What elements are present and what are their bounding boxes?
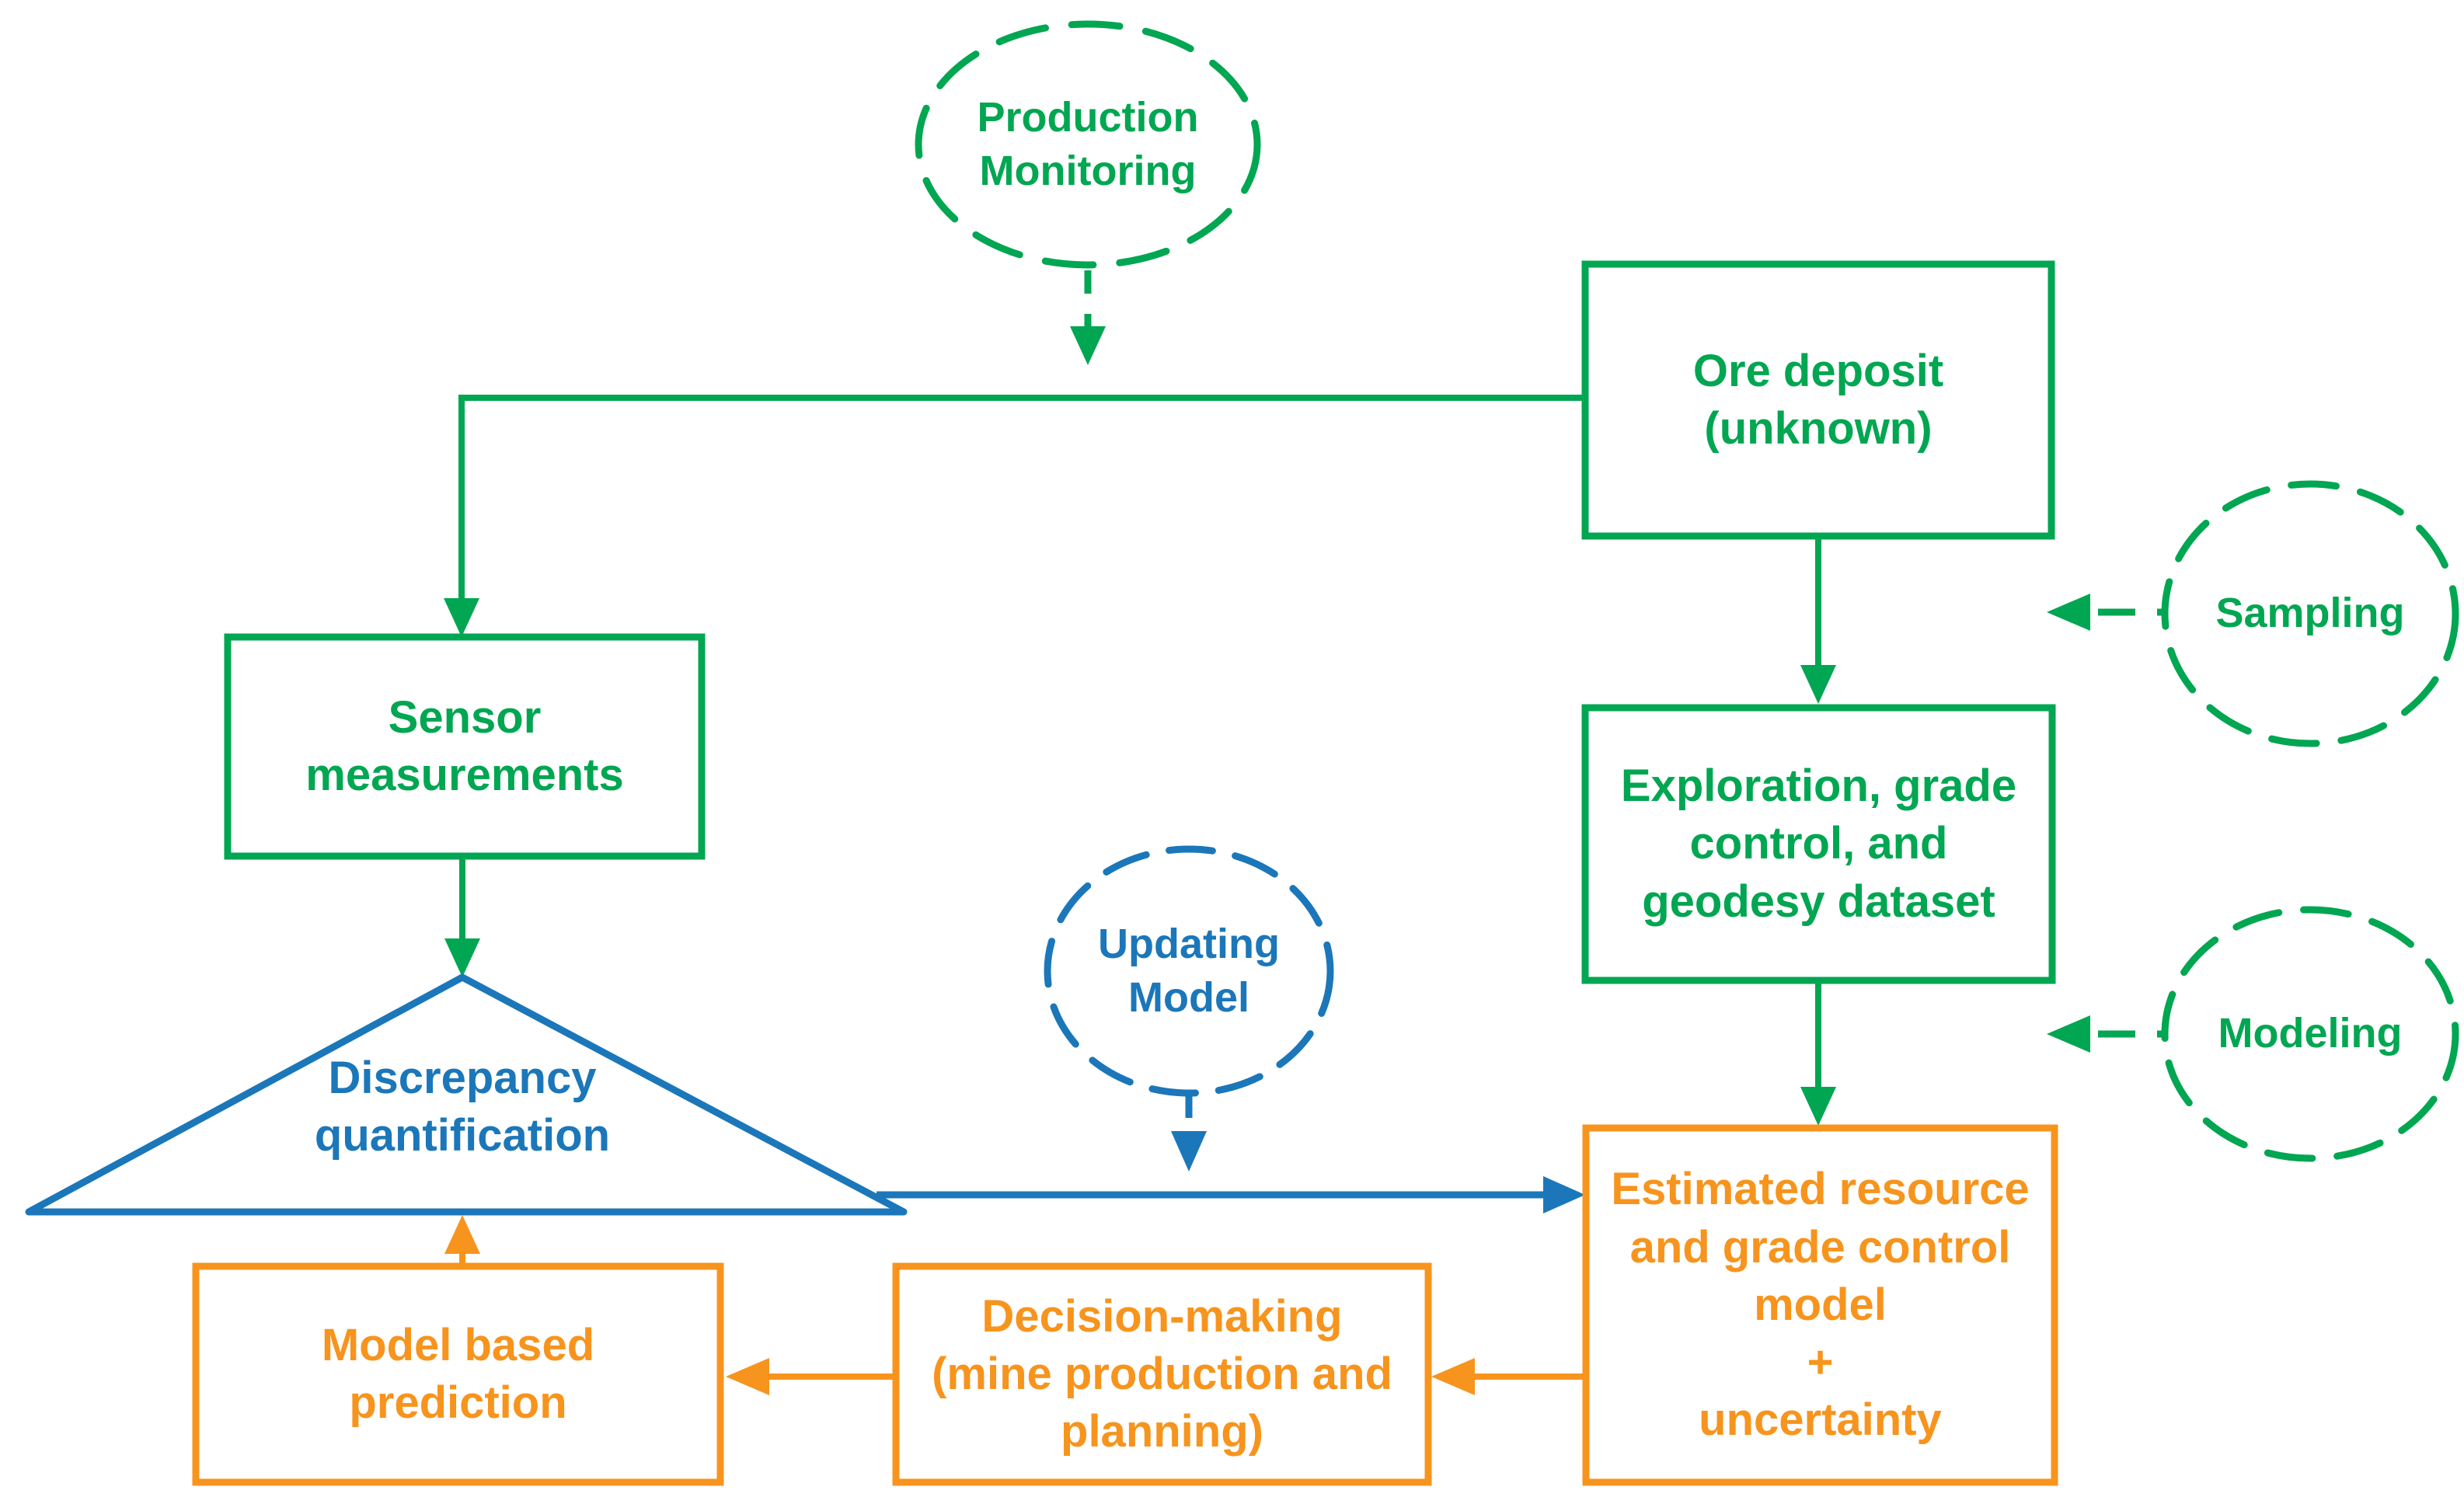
production-monitoring-ellipse	[915, 20, 1261, 269]
estimated-blue-arrowhead-icon	[1543, 1176, 1585, 1213]
updating-model-ellipse	[1044, 845, 1334, 1097]
exploration-arrowhead-icon	[1800, 665, 1836, 704]
model-arrowhead-icon	[726, 1358, 769, 1395]
production-monitoring-arrowhead-icon	[1070, 326, 1106, 365]
estimated-resource-box	[1582, 1124, 2058, 1486]
modeling-ellipse	[2161, 906, 2459, 1162]
discrepancy-quantification-triangle	[25, 973, 908, 1216]
updating-model-arrowhead-icon	[1171, 1131, 1207, 1172]
estimated-arrowhead-icon	[1800, 1087, 1836, 1126]
sampling-ellipse	[2161, 480, 2459, 747]
sampling-arrowhead-icon	[2047, 594, 2090, 631]
model-based-prediction-box	[192, 1262, 724, 1486]
sensor-measurements-box	[224, 633, 706, 860]
sensor-arrowhead-icon	[444, 598, 479, 637]
discrepancy-arrowhead-icon	[444, 938, 480, 977]
decision-making-box	[892, 1262, 1432, 1486]
decision-arrowhead-icon	[1431, 1358, 1475, 1395]
modeling-arrowhead-icon	[2047, 1015, 2090, 1053]
discrepancy-orange-arrowhead-icon	[444, 1215, 480, 1254]
exploration-dataset-box	[1581, 704, 2056, 984]
ore-deposit-box	[1581, 260, 2055, 540]
